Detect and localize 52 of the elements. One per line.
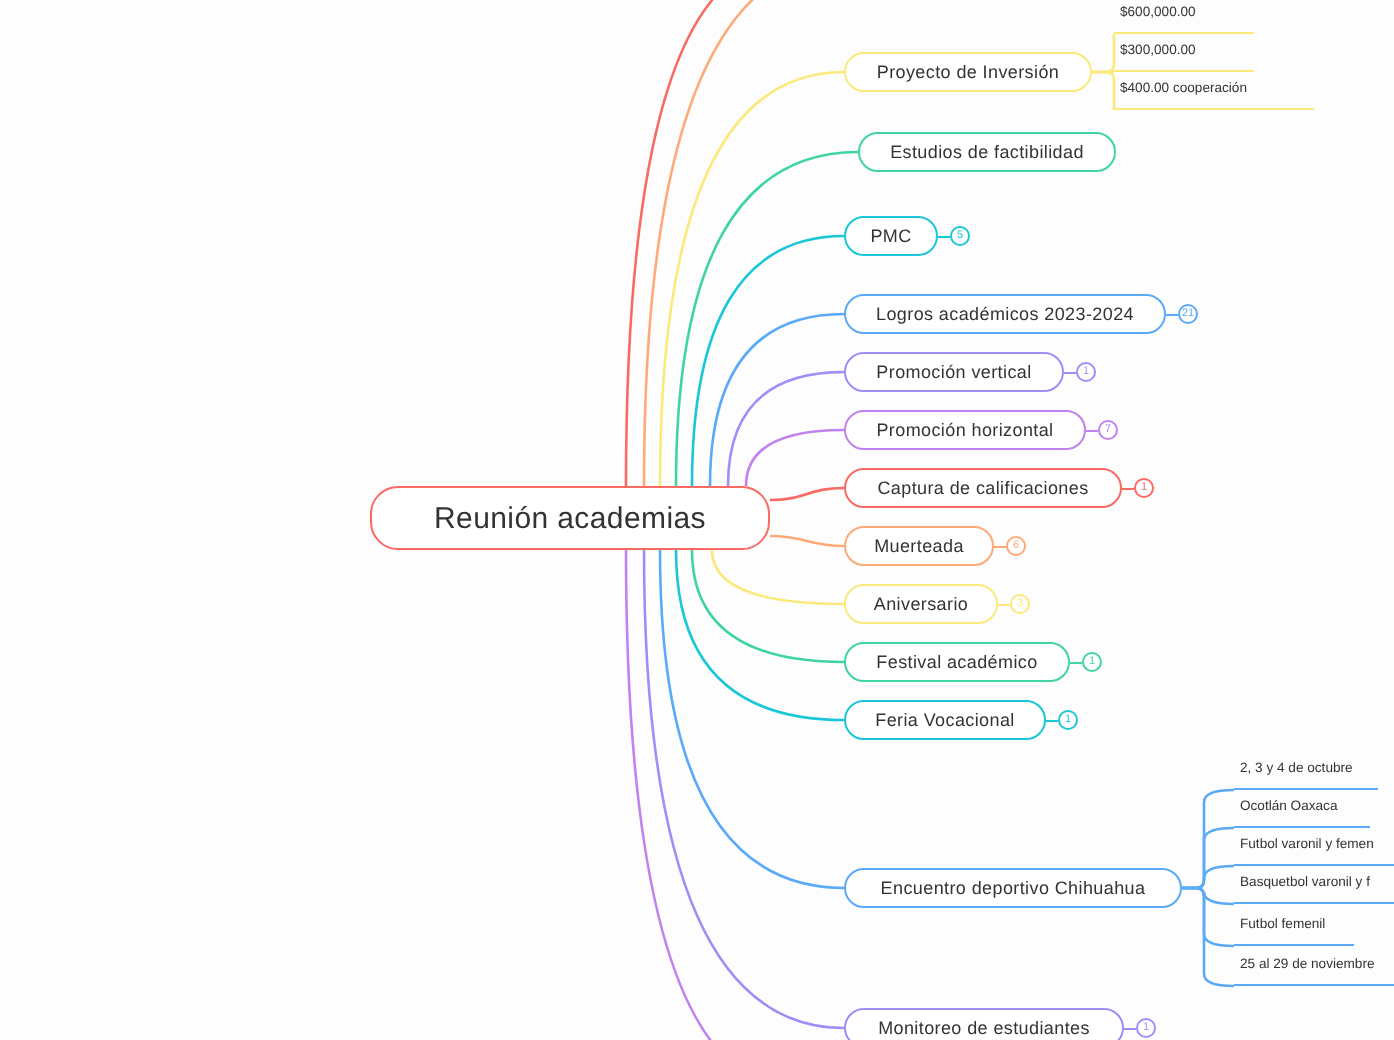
node-text: Monitoreo de estudiantes: [878, 1018, 1090, 1038]
branch-line: [674, 150, 859, 487]
node-text: Logros académicos 2023-2024: [876, 304, 1134, 324]
topic-box: [844, 410, 1086, 450]
topic-box: [844, 294, 1166, 334]
subtopic-item: [1234, 800, 1370, 828]
branch-line: [1182, 886, 1235, 988]
branch-line: [658, 549, 845, 890]
node-text: Estudios de factibilidad: [890, 142, 1084, 162]
branch-line: [769, 534, 845, 548]
node-text: Encuentro deportivo Chihuahua: [880, 878, 1146, 898]
branch-line: [642, 549, 845, 1030]
node-text: Captura de calificaciones: [877, 478, 1089, 498]
topic-box: [844, 1008, 1124, 1040]
branch-line: [726, 370, 845, 487]
node-text: Reunión academias: [434, 501, 706, 535]
topic-box: [844, 52, 1092, 92]
node-text: Muerteada: [874, 536, 964, 556]
topic-box: [844, 868, 1182, 908]
topic-box: [844, 216, 938, 256]
branch-line: [690, 549, 845, 664]
branch-line: [708, 312, 845, 487]
subtopic-item: [1234, 918, 1354, 946]
topic-box: [844, 642, 1070, 682]
node-text: Promoción horizontal: [876, 420, 1054, 440]
node-text: PMC: [870, 226, 912, 246]
branch-line: [744, 428, 845, 487]
topic-box: [844, 526, 994, 566]
branch-line: [1092, 70, 1116, 110]
central-topic: [370, 486, 770, 550]
topic-box: [844, 352, 1064, 392]
branch-line: [674, 549, 845, 722]
subtopic-item: [1114, 6, 1254, 34]
subtopic-item: [1234, 762, 1378, 790]
node-text: Festival académico: [876, 652, 1038, 672]
subtopic-item: [1234, 838, 1394, 866]
subtopic-item: [1114, 82, 1314, 110]
node-text: Aniversario: [873, 594, 969, 614]
branch-line: [710, 549, 845, 606]
node-text: Feria Vocacional: [875, 710, 1015, 730]
topic-box: [858, 132, 1116, 172]
subtopic-item: [1234, 876, 1394, 904]
branch-line: [690, 234, 845, 487]
topic-box: [844, 700, 1046, 740]
node-text: Proyecto de Inversión: [876, 62, 1060, 82]
topic-box: [844, 584, 998, 624]
subtopic-item: [1114, 44, 1254, 72]
subtopic-item: [1234, 958, 1394, 986]
topic-box: [844, 468, 1122, 508]
branch-line: [658, 70, 845, 487]
node-text: Promoción vertical: [876, 362, 1032, 382]
branch-line: [769, 486, 845, 502]
